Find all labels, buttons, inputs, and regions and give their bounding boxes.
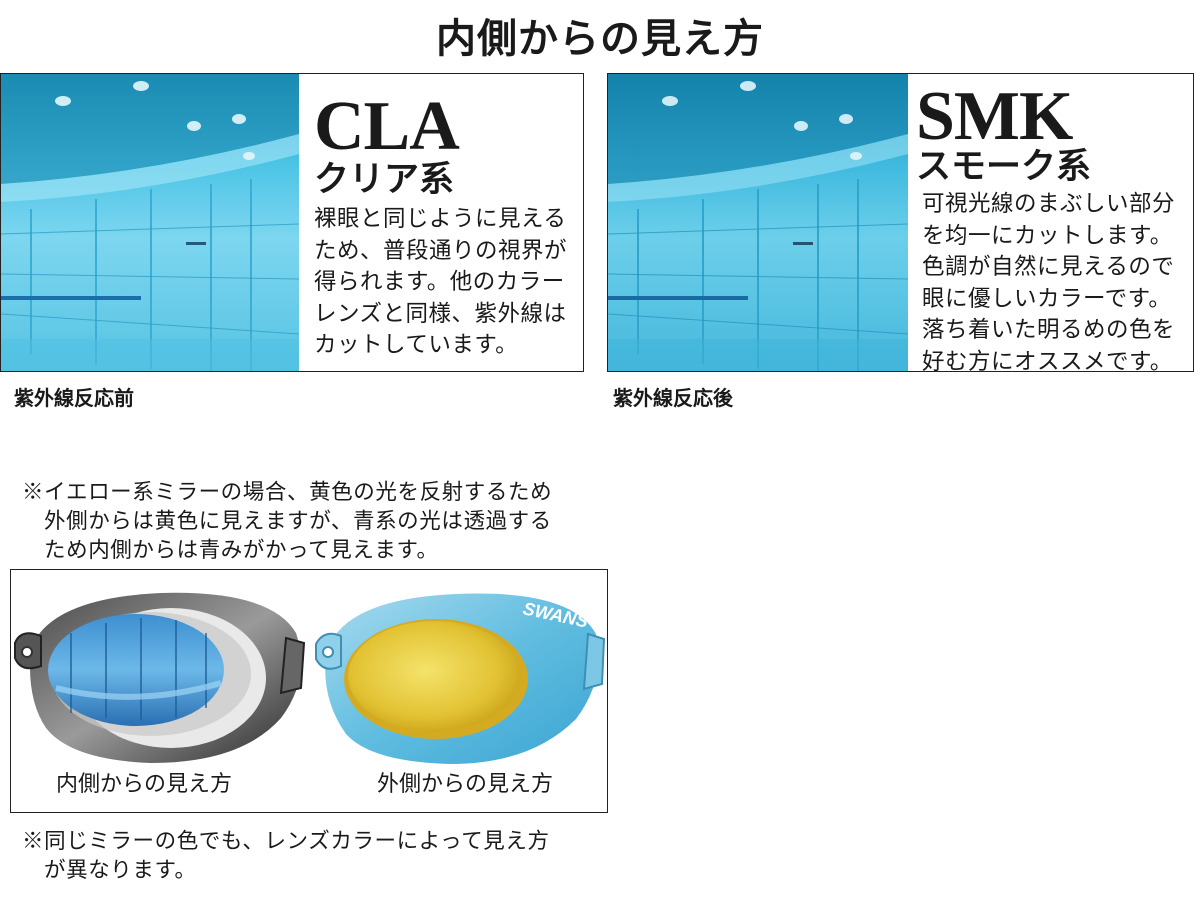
- description-line: レンズと同様、紫外線は: [314, 300, 567, 327]
- note-line: 外側からは黄色に見えますが、青系の光は透過する: [44, 509, 552, 534]
- lens-subtitle: クリア系: [314, 159, 455, 200]
- note-line: ため内側からは青みがかって見えます。: [44, 538, 439, 563]
- note-line: が異なります。: [44, 858, 197, 883]
- description-line: 可視光線のまぶしい部分: [922, 191, 1176, 217]
- description-line: 得られます。他のカラー: [314, 269, 565, 295]
- note-line: ※同じミラーの色でも、レンズカラーによって見え方: [22, 829, 550, 854]
- description-line: 好む方にオススメです。: [922, 348, 1173, 372]
- note-line: ※イエロー系ミラーの場合、黄色の光を反射するため: [22, 480, 553, 505]
- bottom-note: ※同じミラーの色でも、レンズカラーによって見え方 が異なります。: [22, 827, 612, 885]
- goggle-comparison-box: 内側からの見え方 SWANS 外側からの見え方: [10, 569, 608, 813]
- mirror-note: ※イエロー系ミラーの場合、黄色の光を反射するため 外側からは黄色に見えますが、青…: [22, 478, 612, 565]
- lens-description: 裸眼と同じように見える ため、普段通りの視界が 得られます。他のカラー レンズと…: [314, 204, 582, 362]
- description-line: 色調が自然に見えるので: [922, 254, 1175, 280]
- lens-description: 可視光線のまぶしい部分 を均一にカットします。 色調が自然に見えるので 眼に優し…: [922, 189, 1193, 372]
- description-line: 眼に優しいカラーです。: [922, 285, 1172, 312]
- lens-code: SMK: [916, 78, 1073, 155]
- goggle-outside-image: SWANS: [315, 593, 606, 764]
- inside-view-label: 内側からの見え方: [56, 772, 233, 797]
- page-title: 内側からの見え方: [436, 15, 764, 62]
- lens-panel-cla: CLA クリア系 裸眼と同じように見える ため、普段通りの視界が 得られます。他…: [0, 73, 584, 372]
- description-line: 裸眼と同じように見える: [314, 206, 567, 232]
- caption-after-uv: 紫外線反応後: [613, 386, 733, 410]
- description-line: ため、普段通りの視界が: [314, 237, 568, 264]
- goggle-inside-image: [14, 592, 306, 763]
- description-line: 落ち着いた明るめの色を: [922, 317, 1176, 343]
- lens-subtitle: スモーク系: [916, 146, 1092, 187]
- caption-before-uv: 紫外線反応前: [14, 386, 134, 410]
- lens-panel-smk: SMK スモーク系 可視光線のまぶしい部分 を均一にカットします。 色調が自然に…: [607, 73, 1194, 372]
- lens-code: CLA: [314, 88, 460, 165]
- underwater-pool-image: [608, 74, 908, 371]
- outside-view-label: 外側からの見え方: [377, 772, 554, 797]
- description-line: を均一にカットします。: [922, 222, 1173, 249]
- description-line: カットしています。: [314, 332, 519, 358]
- underwater-pool-image: [1, 74, 299, 371]
